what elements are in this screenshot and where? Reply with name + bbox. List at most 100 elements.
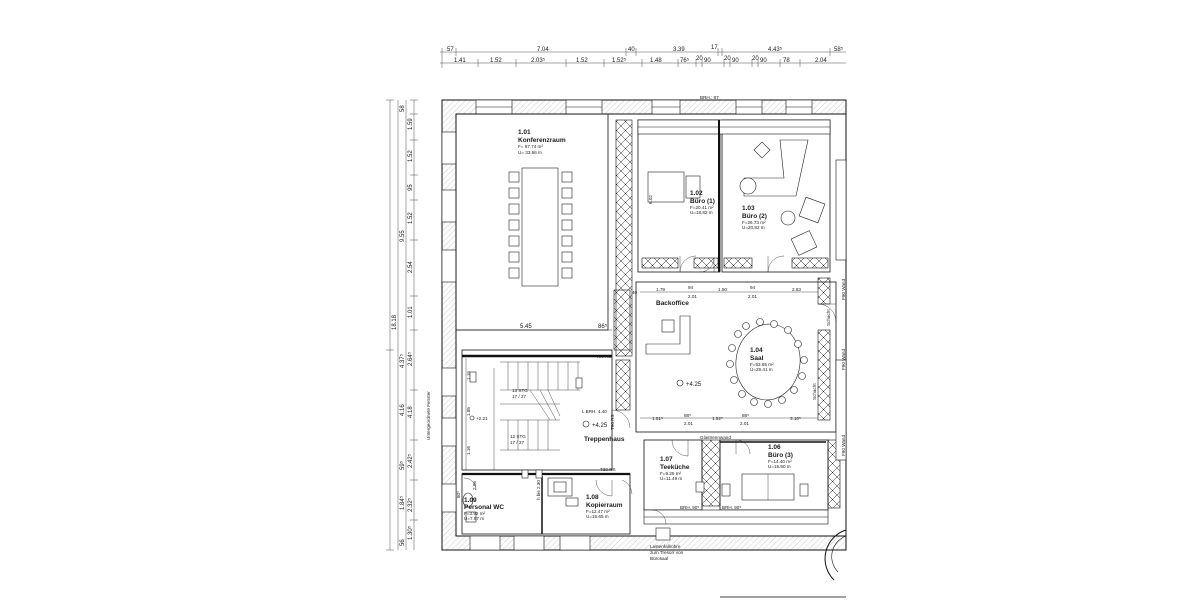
top-dim2-4: 1.52 bbox=[576, 58, 588, 64]
room-name: Konferenzraum bbox=[518, 137, 566, 144]
top-dim2-9: 90 bbox=[704, 58, 711, 64]
saal-dim-6: 2.01 bbox=[684, 421, 693, 426]
stair-lower-ratio: 17 / 27 bbox=[510, 440, 524, 445]
door-rating-1: T90 RS bbox=[596, 354, 612, 359]
left-dim-8: 2.64⁵ bbox=[407, 351, 414, 366]
left-dim-11: 2.32⁵ bbox=[407, 497, 414, 512]
bo-dim-7: 2.01 bbox=[748, 294, 757, 299]
saal-dim-1: 1.51⁵ bbox=[652, 416, 663, 421]
room-perimeter: U=11.49 m bbox=[660, 476, 682, 481]
lasten-note-2: zum Tresorr von bbox=[650, 550, 684, 555]
wc-dim-1: 80⁵ bbox=[456, 491, 461, 498]
room-name: Kopierraum bbox=[586, 502, 623, 509]
ceiling-height-note: h bis 2.30 bbox=[536, 480, 541, 500]
top-dim2-12: 20 bbox=[752, 56, 759, 62]
room-number: 1.08 bbox=[586, 494, 599, 501]
left-dim2-4: 4.16 bbox=[400, 404, 406, 416]
top-dim2-1: 1.41 bbox=[454, 58, 466, 64]
top-dim-1: 57 bbox=[447, 47, 454, 53]
dim-40: 40 bbox=[632, 290, 638, 295]
room-name: Büro (1) bbox=[690, 198, 715, 205]
staircase bbox=[469, 361, 583, 479]
room-number: 1.03 bbox=[742, 205, 755, 212]
room-number: 1.01 bbox=[518, 129, 531, 136]
left-dimension-chain: 58 1.59 1.52 95 1.52 2.54 1.01 2.64⁵ 4.1… bbox=[386, 99, 431, 551]
top-dim2-10: 20 bbox=[724, 56, 731, 62]
top-dim2-8: 20 bbox=[696, 56, 703, 62]
dim-86: 86⁵ bbox=[598, 323, 608, 330]
room-name: Büro (2) bbox=[742, 213, 767, 220]
room-name: Büro (3) bbox=[768, 452, 793, 459]
top-dim2-11: 90 bbox=[732, 58, 739, 64]
bo-dim-1: 1.79 bbox=[656, 287, 665, 292]
backoffice-label: Backoffice bbox=[656, 300, 689, 307]
room-perimeter: U=15.90 m bbox=[768, 464, 791, 469]
conference-table bbox=[508, 167, 573, 287]
brh-bottom-1: BRH. 90⁵ bbox=[680, 505, 699, 510]
level-marker-icon bbox=[469, 415, 475, 421]
room-1-08: 1.08 Kopierraum F=12.47 m² U=15.65 m bbox=[586, 494, 623, 519]
room-1-09: 1.09 Personal WC F=3.92 m² U=7.97 m bbox=[464, 497, 504, 521]
stair-dim-1: 1.15 bbox=[466, 371, 471, 380]
top-dim2-13: 90 bbox=[760, 58, 767, 64]
saal-dim-4: 88⁵ bbox=[742, 413, 749, 418]
brh-bottom-2: BRH. 90⁵ bbox=[722, 505, 741, 510]
room-area: F=3.92 m² bbox=[464, 511, 486, 516]
treppenhaus-label: Treppenhaus bbox=[584, 436, 625, 443]
left-dim2-7: 56 bbox=[400, 539, 406, 546]
glass-wall-label: Glastrennwand bbox=[700, 435, 731, 440]
f90-wall-1: F90 Wand bbox=[841, 279, 846, 300]
room-area: F=20.41 m² bbox=[690, 205, 714, 210]
shaft-label-2: Schacht bbox=[826, 309, 831, 326]
left-dim-1: 58 bbox=[400, 105, 406, 112]
top-dimension-chain: 57 7.04 40 3.39 17 4.43⁵ 58⁵ 1.41 1.52 2… bbox=[440, 45, 846, 68]
lasten-note-3: Bürosaal bbox=[650, 556, 668, 561]
door-rating-2: T90 RS bbox=[610, 414, 615, 430]
room-name: Saal bbox=[750, 355, 764, 362]
top-dim-4: 3.39 bbox=[673, 47, 685, 53]
lasten-note-1: Lastenfallrohre bbox=[650, 544, 681, 549]
room-area: F=26.73 m² bbox=[742, 220, 766, 225]
f90-wall-3: F90 Wand bbox=[841, 435, 846, 456]
level-saal: +4.25 bbox=[686, 382, 702, 388]
room-perimeter: U=29.41 m bbox=[750, 367, 773, 372]
room-1-07: 1.07 Teeküche F=9.25 m² U=11.49 m bbox=[660, 456, 690, 481]
wc-dim-2: 2.06 bbox=[472, 481, 477, 490]
top-dim2-5: 1.52⁵ bbox=[612, 57, 627, 64]
level-marker-icon bbox=[676, 379, 684, 387]
top-dim-6: 4.43⁵ bbox=[768, 46, 783, 53]
left-dim2-2: 18.18 bbox=[392, 314, 398, 330]
stair-dim-3: 1.16 bbox=[466, 446, 471, 455]
top-dim2-14: 78 bbox=[783, 58, 790, 64]
top-dim2-6: 1.48 bbox=[650, 58, 662, 64]
stair-lower-steps: 12 STG bbox=[510, 434, 526, 439]
bo-dim-6: 2.01 bbox=[688, 294, 697, 299]
room-perimeter: U=20.82 m bbox=[742, 225, 765, 230]
bo-dim-3: 1.50 bbox=[718, 287, 727, 292]
top-dim2-2: 1.52 bbox=[490, 58, 502, 64]
door-rating-3: T30 RS bbox=[600, 467, 616, 472]
room-1-04: 1.04 Saal F=53.65 m² U=29.41 m bbox=[750, 347, 774, 372]
room-area: F=9.25 m² bbox=[660, 471, 682, 476]
left-dim-9: 4.18 bbox=[408, 406, 414, 418]
saal-dim-3: 1.52⁵ bbox=[712, 416, 723, 421]
room-number: 1.07 bbox=[660, 456, 673, 463]
stair-upper-ratio: 17 / 27 bbox=[512, 394, 526, 399]
room-name: Teeküche bbox=[660, 464, 690, 471]
dim-6-02: 6.02 bbox=[648, 195, 653, 204]
top-dim2-3: 2.03⁵ bbox=[531, 57, 546, 64]
left-dim2-3: 4.37⁵ bbox=[399, 353, 406, 368]
room-number: 1.04 bbox=[750, 347, 763, 354]
top-dim-3: 40 bbox=[628, 47, 635, 53]
left-dim2-1: 9.55 bbox=[400, 230, 406, 242]
bo-dim-4: 94 bbox=[750, 285, 756, 290]
left-dim-2: 1.59 bbox=[408, 118, 414, 130]
left-dim-5: 1.52 bbox=[408, 212, 414, 224]
bo-dim-2: 94 bbox=[688, 285, 694, 290]
level-landing: +2.21 bbox=[476, 416, 488, 421]
room-perimeter: U=15.65 m bbox=[586, 514, 609, 519]
room-name: Personal WC bbox=[464, 504, 504, 511]
left-note: Untergeordnete Fenster bbox=[426, 391, 431, 440]
room-area: F= 67.74 m² bbox=[518, 144, 543, 149]
top-dim2-15: 2.04 bbox=[815, 58, 827, 64]
